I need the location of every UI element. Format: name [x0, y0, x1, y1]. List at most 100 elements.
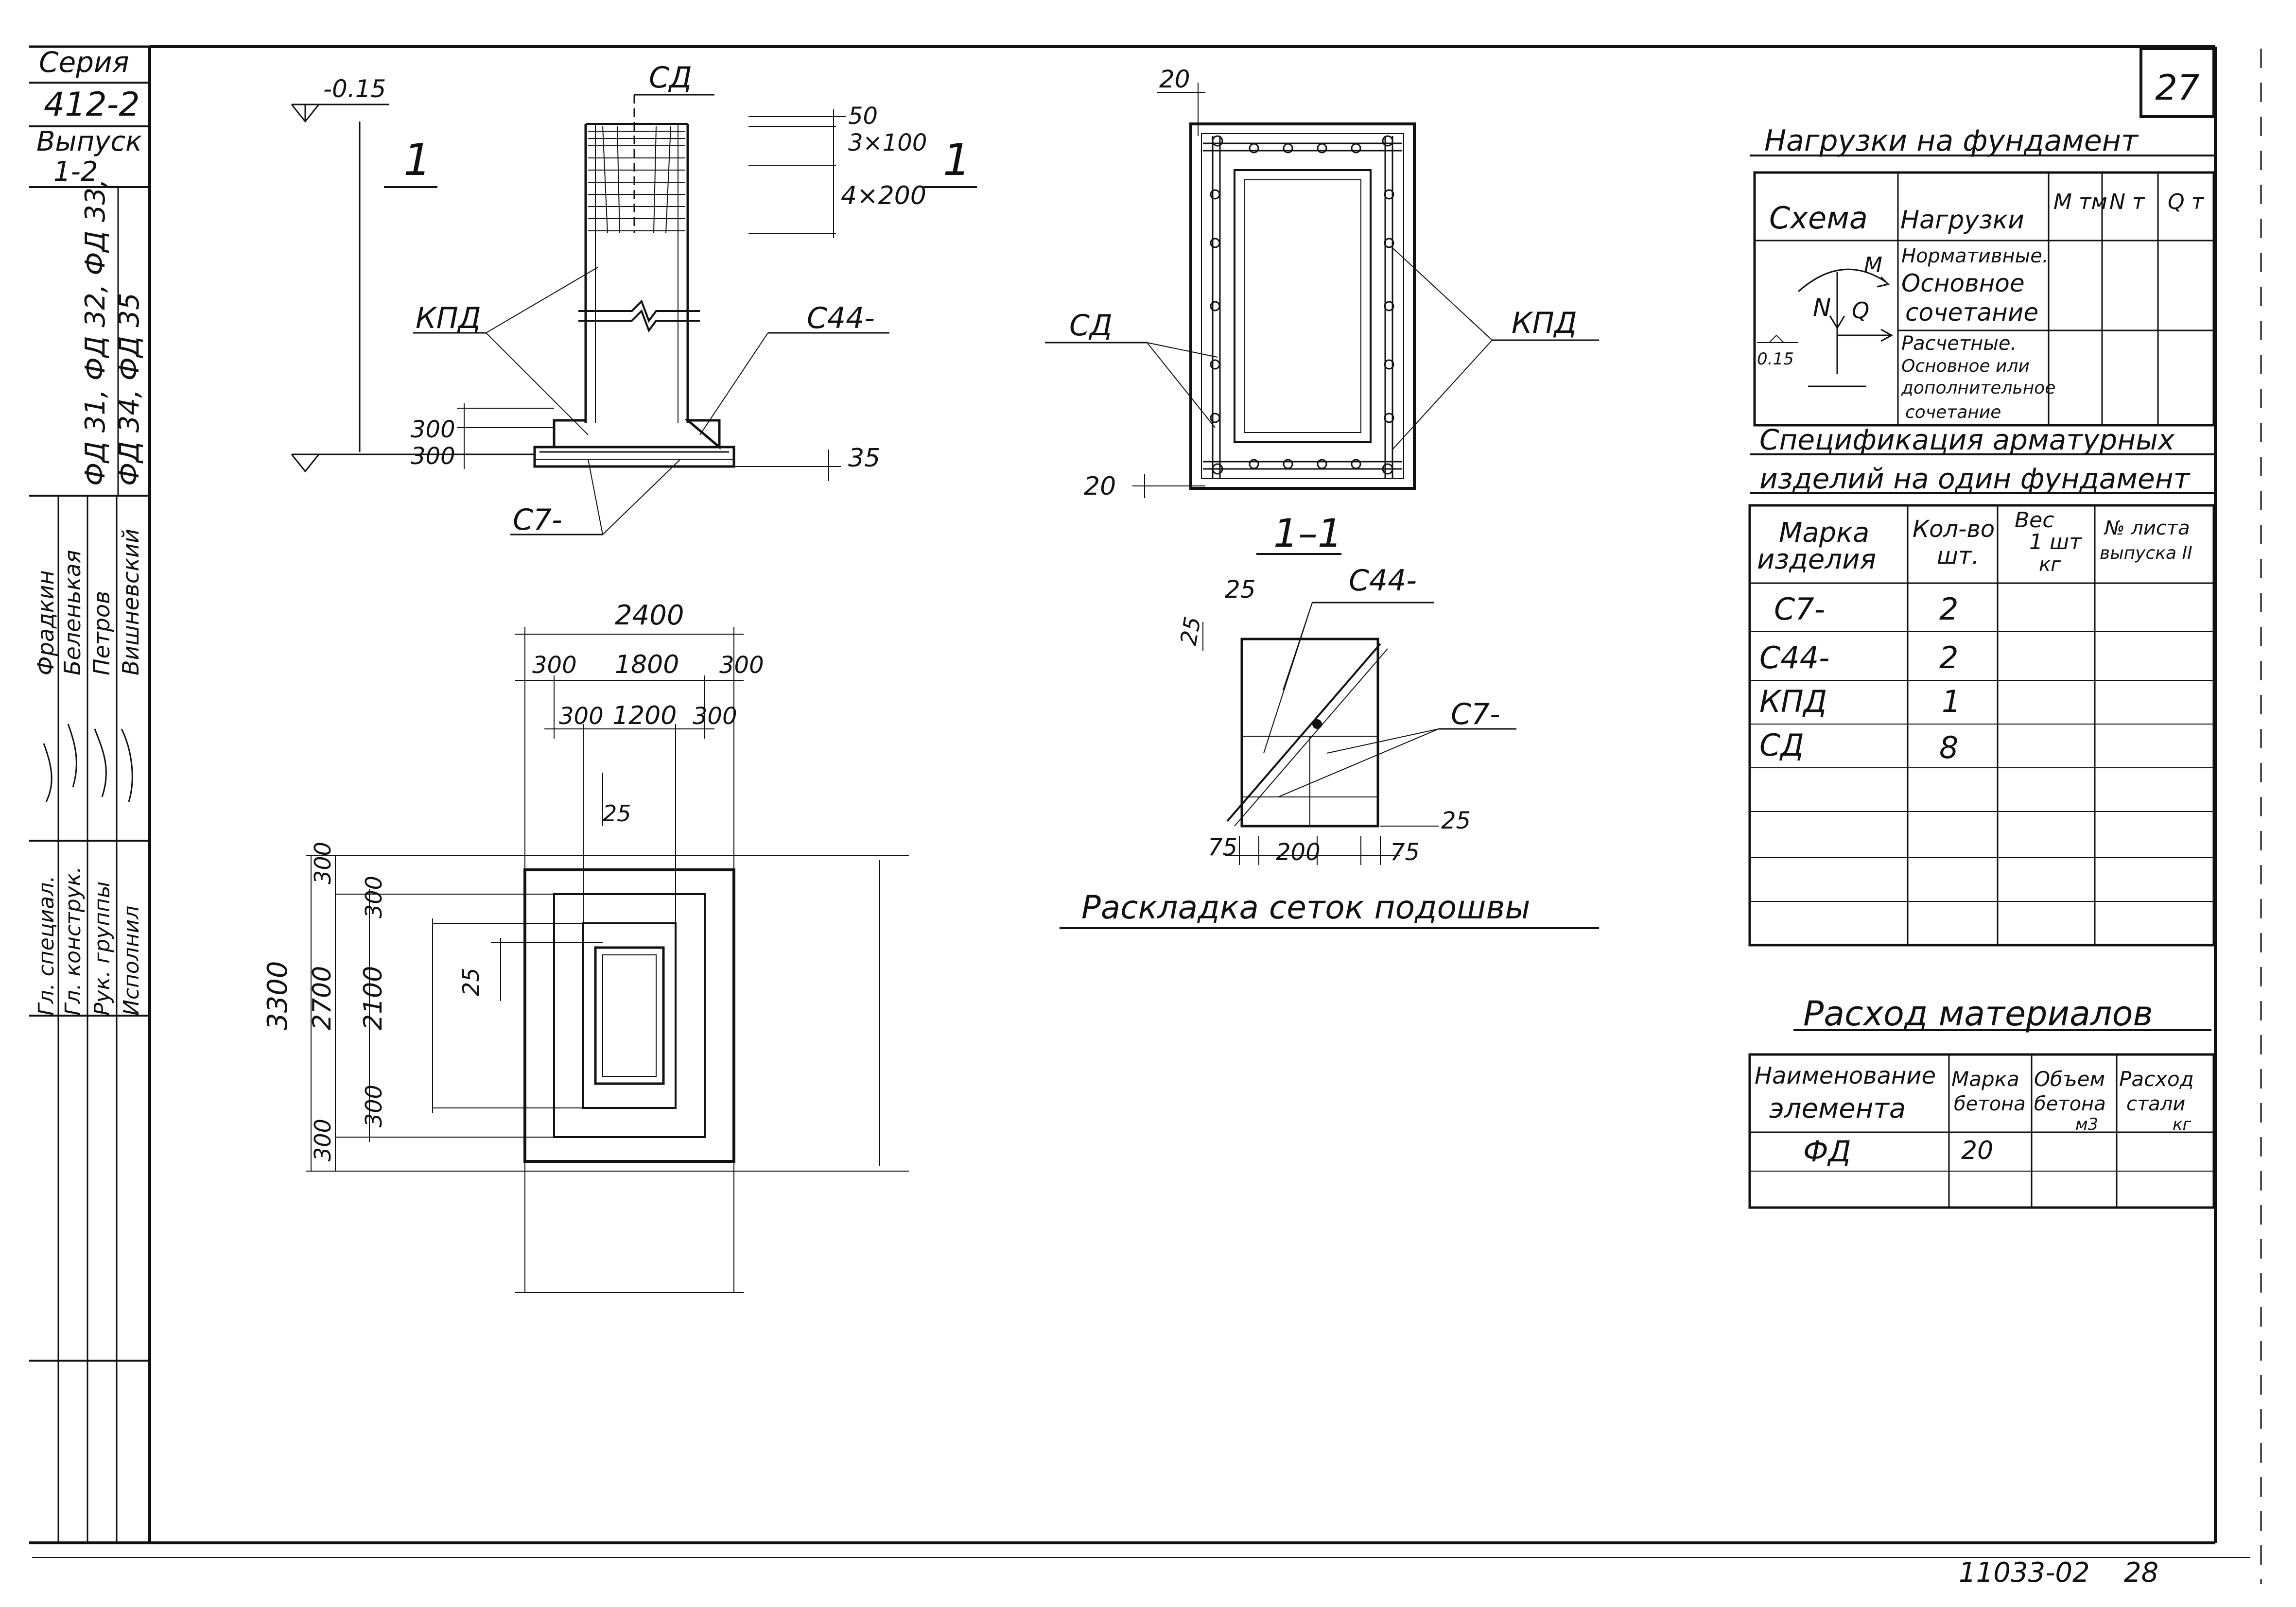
corner-number: 28	[2124, 1557, 2158, 1589]
dim-label: 25	[1225, 575, 1256, 604]
dim-label: 25	[603, 800, 631, 827]
dim-label: 300	[361, 1085, 387, 1127]
dim-label: 3300	[262, 961, 294, 1030]
dim-label: 300	[310, 1119, 336, 1161]
dim-label: 300	[559, 703, 604, 730]
stamp-name: Беленькая	[59, 550, 86, 675]
spec-header: Кол-во	[1913, 516, 1995, 543]
loads-header: Схема	[1769, 200, 1868, 236]
loads-header: Q т	[2168, 190, 2205, 214]
side-stamp: Серия 412-2 Выпуск 1-2 ФД 31, ФД 32, ФД …	[29, 45, 150, 1544]
spec-table: Спецификация арматурных изделий на один …	[1748, 423, 2215, 947]
mesh-layout-caption: Раскладка сеток подошвы	[1081, 889, 1530, 926]
materials-cell: ФД	[1803, 1135, 1851, 1169]
spec-cell: КПД	[1759, 684, 1827, 719]
spec-cell: С44-	[1759, 640, 1830, 675]
loads-table: Нагрузки на фундамент Схема Нагрузки M т…	[1750, 124, 2215, 427]
spec-title: Спецификация арматурных	[1759, 423, 2175, 456]
drawing-code: 11033-02	[1959, 1557, 2090, 1589]
dim-label: 2400	[615, 600, 684, 631]
dim-label: 300	[310, 842, 336, 884]
section-caption: 1–1	[1273, 511, 1342, 556]
loads-cell: Нормативные.	[1901, 245, 2049, 267]
dim-label: 3×100	[848, 129, 927, 156]
dim-label: 300	[411, 443, 455, 470]
stamp-role: Гл. специал.	[34, 876, 59, 1016]
stamp-name: Петров	[88, 591, 115, 675]
level-mark-icon	[291, 453, 535, 473]
loads-header: M тм	[2053, 190, 2107, 214]
materials-header: элемента	[1769, 1093, 1906, 1124]
materials-header: бетона	[1954, 1093, 2026, 1115]
materials-header: кг	[2173, 1115, 2192, 1134]
loads-cell: Основное	[1901, 269, 2025, 297]
dim-label: 1200	[612, 701, 677, 730]
dim-label: 300	[532, 652, 577, 679]
dim-label: 4×200	[841, 181, 926, 210]
schema-level-label: 0.15	[1757, 349, 1794, 369]
dim-label: 1800	[615, 650, 679, 679]
kpd-label: КПД	[416, 301, 481, 335]
sd-label: СД	[649, 61, 692, 95]
loads-cell: дополнительное	[1901, 378, 2055, 398]
spec-cell: С7-	[1774, 591, 1825, 627]
dim-label: 35	[848, 444, 880, 473]
materials-header: бетона	[2034, 1093, 2106, 1115]
column-head-reinforcement	[588, 126, 685, 234]
sd-label: СД	[1069, 309, 1113, 343]
loads-cell: сочетание	[1905, 402, 2001, 422]
dim-label: 25	[1441, 807, 1471, 834]
level-mark-icon	[291, 104, 320, 123]
spec-title: изделий на один фундамент	[1759, 462, 2191, 495]
materials-cell: 20	[1961, 1136, 1993, 1165]
signature-icon	[43, 724, 133, 802]
level-mark: -0.15	[323, 75, 386, 103]
c44-label: С44-	[807, 301, 875, 335]
spec-header: кг	[2039, 553, 2061, 576]
dim-label: 25	[458, 968, 484, 996]
spec-cell: 8	[1939, 730, 1958, 765]
dim-label: 75	[1208, 834, 1237, 861]
spec-cell: СД	[1759, 727, 1804, 763]
dim-label: 300	[693, 703, 737, 730]
sheet-frame	[29, 45, 2262, 1584]
materials-header: м3	[2075, 1115, 2098, 1134]
materials-header: стали	[2126, 1093, 2185, 1115]
stamp-role: Рук. группы	[90, 881, 115, 1016]
page-number-box: 27	[2139, 47, 2215, 118]
dim-label: 20	[1159, 65, 1190, 93]
c44-label: С44-	[1349, 564, 1417, 598]
issue-label: Выпуск	[36, 126, 142, 157]
series-label: Серия	[39, 46, 129, 79]
materials-header: Расход	[2119, 1067, 2194, 1091]
dim-label: 300	[719, 652, 764, 679]
dim-label: 50	[848, 103, 878, 130]
loads-title: Нагрузки на фундамент	[1764, 124, 2139, 158]
spec-header: 1 шт	[2029, 530, 2082, 554]
loads-cell: сочетание	[1905, 298, 2038, 327]
loads-header: N т	[2109, 190, 2145, 214]
foundation-plan: 2400 300 1800 300 300 1200 300 25 3300 3…	[262, 600, 909, 1293]
dim-label: 20	[1084, 472, 1116, 501]
dim-label: 300	[361, 876, 387, 918]
spec-header: шт.	[1937, 542, 1979, 570]
issue-value: 1-2	[53, 156, 98, 188]
dim-label: 2100	[359, 966, 388, 1030]
dim-label: 75	[1390, 839, 1420, 866]
spec-header: Марка	[1779, 517, 1869, 549]
spec-header: Вес	[2015, 508, 2054, 533]
materials-header: Наименование	[1755, 1062, 1936, 1089]
materials-table: Расход материалов Наименование элемента …	[1748, 994, 2215, 1209]
mesh-layout: С44- С7- 25 25 75 200 75 25 Раскладка се…	[1060, 564, 1599, 929]
kpd-label: КПД	[1512, 306, 1577, 340]
stamp-role: Гл. конструк.	[61, 866, 86, 1016]
column-section: 20 20 СД КПД 1–1	[1045, 65, 1599, 556]
dim-label: 300	[411, 416, 455, 443]
c7-label: С7-	[1451, 697, 1500, 731]
spec-cell: 1	[1942, 684, 1961, 719]
loads-cell: Расчетные.	[1901, 332, 2017, 355]
spec-cell: 2	[1939, 591, 1958, 627]
section-mark: 1	[943, 135, 971, 186]
series-value: 412-2	[44, 86, 140, 124]
